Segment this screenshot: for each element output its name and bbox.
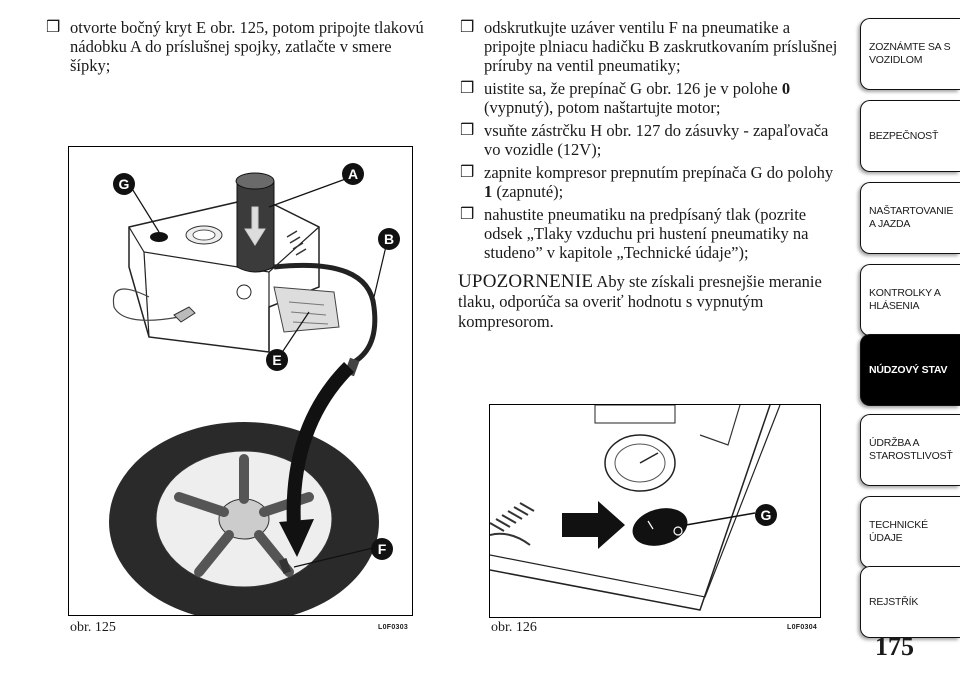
tab-nudzovy-stav[interactable]: NÚDZOVÝ STAV (860, 334, 960, 406)
figure-code: L0F0304 (787, 624, 818, 631)
tab-zoznamte-sa-s-vozidlom[interactable]: ZOZNÁMTE SA S VOZIDLOM (860, 18, 960, 90)
label-e-text: E (272, 352, 281, 368)
instruction-text: (vypnutý), potom naštartujte motor; (484, 98, 721, 117)
instruction-step: ❒ odskrutkujte uzáver ventilu F na pneum… (458, 18, 843, 75)
label-g-text: G (119, 176, 130, 192)
warning-text: Aby ste získali presnejšie meranie tlaku… (458, 272, 822, 331)
checkbox-bullet-icon: ❒ (46, 19, 61, 36)
tab-label: ZOZNÁMTE SA S VOZIDLOM (869, 41, 951, 66)
label-g: G (113, 173, 135, 195)
instruction-text: nahustite pneumatiku na predpísaný tlak … (484, 205, 809, 262)
instruction-step: ❒ uistite sa, že prepínač G obr. 126 je … (458, 79, 843, 117)
tab-label: TECHNICKÉ ÚDAJE (869, 519, 928, 544)
checkbox-bullet-icon: ❒ (460, 80, 475, 97)
instruction-text: vsuňte zástrčku H obr. 127 do zásuvky - … (484, 121, 829, 159)
compressor-illustration: G A B E F (109, 163, 400, 615)
checkbox-bullet-icon: ❒ (460, 19, 475, 36)
instruction-text: otvorte bočný kryt E obr. 125, potom pri… (70, 18, 424, 75)
instruction-step: ❒ nahustite pneumatiku na predpísaný tla… (458, 205, 843, 262)
tab-kontrolky-a-hlasenia[interactable]: KONTROLKY A HLÁSENIA (860, 264, 960, 336)
warning-note: UPOZORNENIE Aby ste získali presnejšie m… (458, 272, 843, 332)
tab-label: NAŠTARTOVANIE A JAZDA (869, 205, 954, 230)
tab-udrzba-a-starostlivost[interactable]: ÚDRŽBA A STAROSTLIVOSŤ (860, 414, 960, 486)
tab-label: KONTROLKY A HLÁSENIA (869, 287, 941, 312)
label-g: G (755, 504, 777, 526)
switch-illustration: G (490, 405, 781, 611)
checkbox-bullet-icon: ❒ (460, 164, 475, 181)
label-b: B (378, 228, 400, 250)
tab-bezpecnost[interactable]: BEZPEČNOSŤ (860, 100, 960, 172)
tab-nastartovanie-a-jazda[interactable]: NAŠTARTOVANIE A JAZDA (860, 182, 960, 254)
warning-heading: UPOZORNENIE (458, 271, 594, 292)
label-a: A (342, 163, 364, 185)
instruction-step: ❒ vsuňte zástrčku H obr. 127 do zásuvky … (458, 121, 843, 159)
figure-caption: obr. 125 (70, 620, 116, 635)
figure-code: L0F0303 (378, 624, 409, 631)
page-number: 175 (875, 632, 914, 661)
checkbox-bullet-icon: ❒ (460, 206, 475, 223)
instruction-text: uistite sa, že prepínač G obr. 126 je v … (484, 79, 782, 98)
label-a-text: A (348, 166, 358, 182)
tab-label: NÚDZOVÝ STAV (869, 363, 948, 376)
tab-label: BEZPEČNOSŤ (869, 129, 939, 142)
checkbox-bullet-icon: ❒ (460, 122, 475, 139)
label-f-text: F (378, 541, 387, 557)
instruction-step: ❒ zapnite kompresor prepnutím prepínača … (458, 163, 843, 201)
tab-rejstrik[interactable]: REJSTŘÍK (860, 566, 960, 638)
figure-compressor-switch: G (489, 404, 821, 618)
switch-position-value: 0 (781, 79, 791, 98)
tab-label: REJSTŘÍK (869, 595, 919, 608)
figure-compressor-connection: G A B E F (68, 146, 413, 616)
label-b-text: B (384, 231, 394, 247)
tab-technicke-udaje[interactable]: TECHNICKÉ ÚDAJE (860, 496, 960, 568)
label-g-text: G (761, 507, 772, 523)
label-f: F (371, 538, 393, 560)
label-e: E (266, 349, 288, 371)
instruction-text: odskrutkujte uzáver ventilu F na pneumat… (484, 18, 838, 75)
figure-caption: obr. 126 (491, 620, 537, 635)
instruction-step: ❒ otvorte bočný kryt E obr. 125, potom p… (44, 18, 424, 75)
instruction-text: zapnite kompresor prepnutím prepínača G … (484, 163, 834, 182)
switch-position-value: 1 (484, 182, 493, 201)
instruction-text: (zapnuté); (492, 182, 564, 201)
left-column: ❒ otvorte bočný kryt E obr. 125, potom p… (44, 18, 424, 79)
right-column: ❒ odskrutkujte uzáver ventilu F na pneum… (458, 18, 843, 349)
tab-label: ÚDRŽBA A STAROSTLIVOSŤ (869, 437, 953, 462)
